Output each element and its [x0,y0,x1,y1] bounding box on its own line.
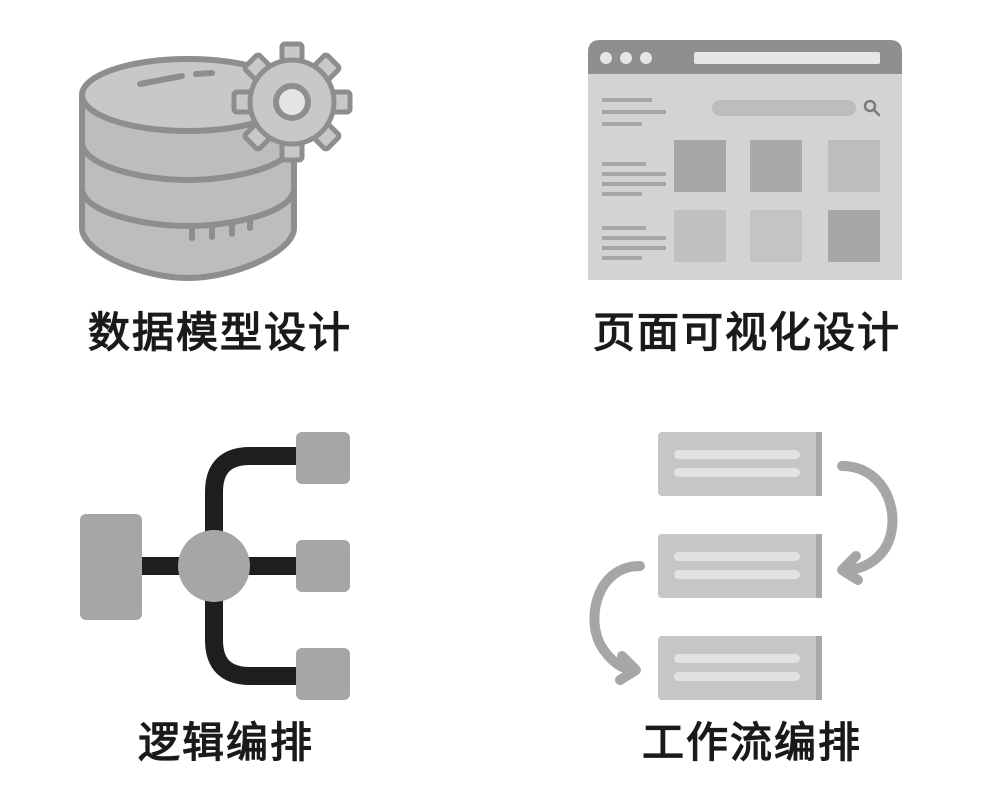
search-icon [863,99,881,117]
feature-tile-data-model: 数据模型设计 [0,0,500,400]
feature-title: 页面可视化设计 [592,308,901,357]
logic-tree-icon [80,432,350,700]
arrow-left-curve-icon [589,561,645,685]
workflow-step-card [658,534,822,598]
feature-tile-workflow: 工作流编排 [500,400,1000,800]
workflow-icon [589,432,898,700]
browser-page-icon [588,40,902,280]
feature-title: 数据模型设计 [87,308,352,357]
database-gear-icon [79,41,353,281]
feature-tile-logic: 逻辑编排 [0,400,500,800]
feature-tile-page-design: 页面可视化设计 [500,0,1000,400]
workflow-step-card [658,636,822,700]
feature-title: 逻辑编排 [137,718,314,767]
gear-icon [231,41,353,163]
arrow-right-curve-icon [837,461,898,585]
feature-title: 工作流编排 [641,718,862,767]
workflow-step-card [658,432,822,496]
